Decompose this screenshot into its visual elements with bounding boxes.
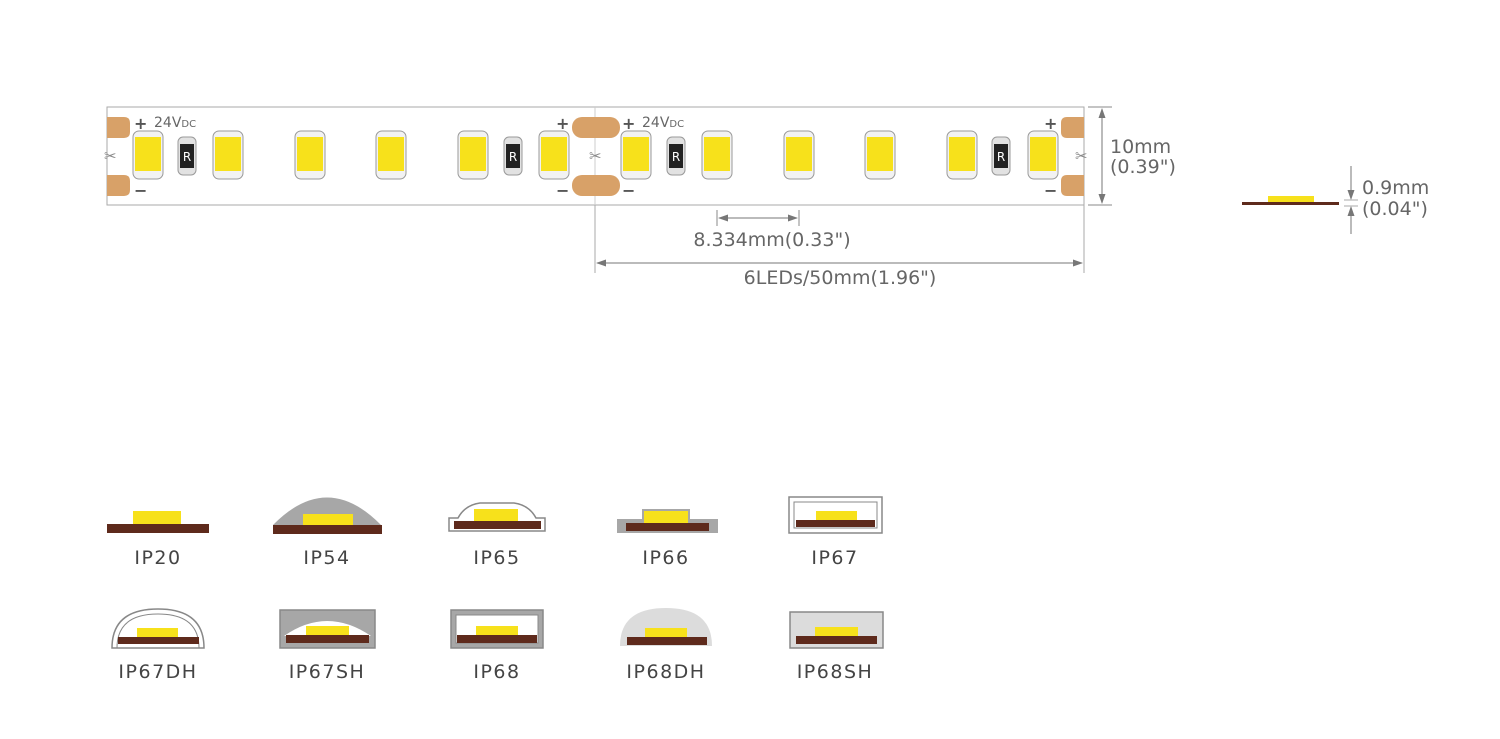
plus-sign: + [134,114,147,133]
ip-label-ip20: IP20 [134,547,182,569]
resistor: R [503,136,523,176]
led-chip [375,130,407,180]
copper-pad [572,175,620,196]
ip-label-ip66: IP66 [642,547,690,569]
thickness-mm-label: 0.9mm [1362,177,1429,199]
resistor-label: R [672,150,680,164]
strip-segment-2: + − + − 24VDC ✂ ✂ R R [589,114,1088,200]
pitch-dimension: 8.334mm(0.33") [693,210,851,251]
ip-label-ip65: IP65 [473,547,521,569]
ip-icon-ip68sh [789,611,884,649]
ip-label-ip67: IP67 [811,547,859,569]
strip-segment-1: + − + − 24VDC ✂ R R [104,114,620,200]
ip-icon-ip66 [617,509,718,533]
led-chip [701,130,733,180]
led-chip [538,130,570,180]
copper-pad [572,117,620,138]
ip-label-ip67dh: IP67DH [118,661,198,683]
thickness-in-label: (0.04") [1362,198,1428,220]
ip-label-ip67sh: IP67SH [288,661,366,683]
ip-label-ip68dh: IP68DH [626,661,706,683]
ip-icon-ip67 [788,496,883,534]
ip-label-ip68sh: IP68SH [796,661,874,683]
resistor-label: R [183,150,191,164]
pitch-label: 8.334mm(0.33") [693,229,850,251]
ip-icon-ip20 [107,511,209,533]
scissors-icon: ✂ [589,147,602,165]
ip-label-ip68: IP68 [473,661,521,683]
ip-icon-ip67dh [111,608,205,649]
voltage-label: 24VDC [154,115,196,131]
minus-sign: − [134,181,147,200]
resistor-label: R [997,150,1005,164]
minus-sign: − [556,181,569,200]
ip-icon-ip65 [448,502,546,532]
width-in-label: (0.39") [1110,156,1176,178]
segment-length-dimension: 6LEDs/50mm(1.96") [594,205,1085,289]
resistor: R [666,136,686,176]
led-chip [294,130,326,180]
copper-pad [1061,117,1084,138]
led-chip [457,130,489,180]
minus-sign: − [1044,181,1057,200]
copper-pad [107,117,130,138]
resistor: R [177,136,197,176]
scissors-icon: ✂ [104,147,117,165]
ip-icon-ip68 [450,609,544,649]
plus-sign: + [622,114,635,133]
resistor-label: R [509,150,517,164]
led-chip [620,130,652,180]
resistor: R [991,136,1011,176]
voltage-label: 24VDC [642,115,684,131]
led-chip [1027,130,1059,180]
minus-sign: − [622,181,635,200]
led-chip [783,130,815,180]
copper-pad [107,175,130,196]
led-chip [946,130,978,180]
ip-icon-ip54 [273,497,382,534]
ip-label-ip54: IP54 [303,547,351,569]
copper-pad [1061,175,1084,196]
segment-length-label: 6LEDs/50mm(1.96") [744,267,937,289]
led-chip [132,130,164,180]
thickness-view: 0.9mm (0.04") [1242,166,1429,234]
ip-icon-ip68dh [620,608,712,646]
pcb-side [1242,202,1339,205]
plus-sign: + [1044,114,1057,133]
led-chip [864,130,896,180]
ip-icon-ip67sh [279,609,376,649]
led-chip [212,130,244,180]
plus-sign: + [556,114,569,133]
scissors-icon: ✂ [1075,147,1088,165]
width-dimension: 10mm (0.39") [1088,106,1176,206]
width-mm-label: 10mm [1110,136,1171,158]
led-side [1268,196,1314,203]
